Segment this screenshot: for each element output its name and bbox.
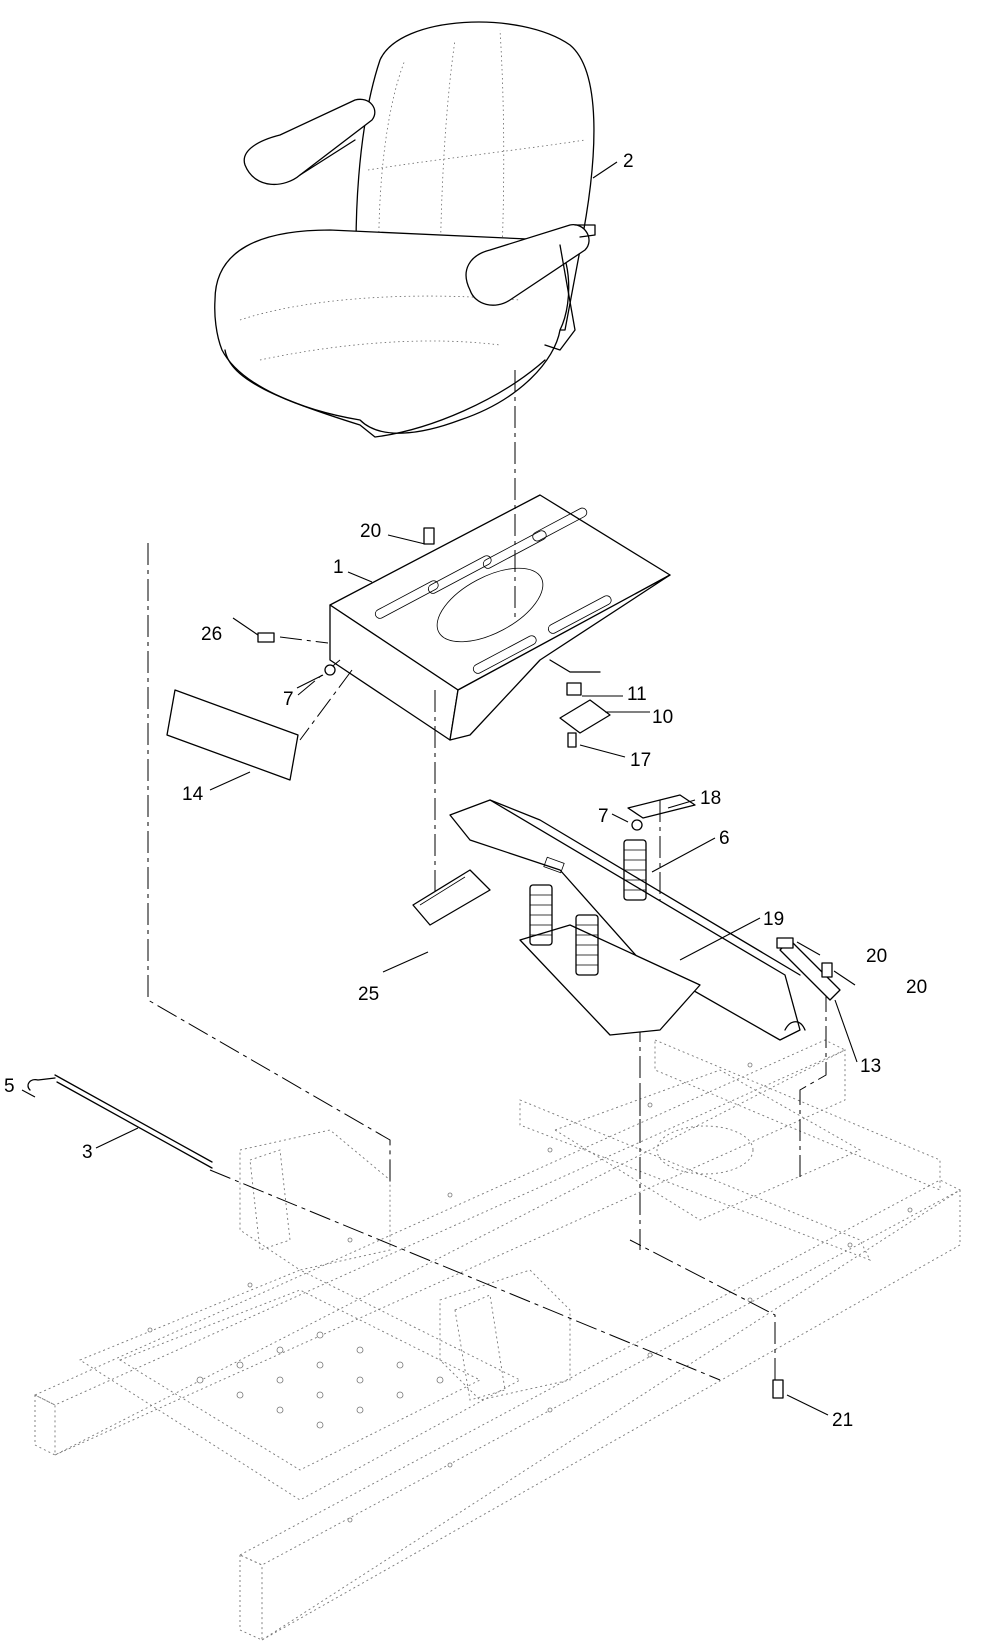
seat <box>214 21 596 438</box>
callout-25: 25 <box>358 984 379 1005</box>
callout-2: 2 <box>623 151 634 172</box>
callout-7-right: 7 <box>598 806 609 827</box>
frame-holes <box>147 1062 913 1523</box>
callout-18: 18 <box>700 788 721 809</box>
callout-5: 5 <box>4 1076 15 1097</box>
callout-7-left: 7 <box>283 689 294 710</box>
callout-26: 26 <box>201 624 222 645</box>
decal <box>166 689 299 781</box>
callout-21: 21 <box>832 1410 853 1431</box>
callout-13: 13 <box>860 1056 881 1077</box>
callout-3: 3 <box>82 1142 93 1163</box>
callout-20-right: 20 <box>906 977 927 998</box>
mower-frame <box>33 1039 961 1641</box>
seat-plate <box>329 494 671 741</box>
callout-10: 10 <box>652 707 673 728</box>
suspension-bracket <box>449 799 806 1041</box>
callout-20-top: 20 <box>360 521 381 542</box>
callout-1: 1 <box>333 557 344 578</box>
small-parts <box>27 527 841 1399</box>
callout-20-mid: 20 <box>866 946 887 967</box>
callout-11: 11 <box>627 684 647 705</box>
seat-plate-slots <box>374 507 612 674</box>
springs <box>529 839 647 976</box>
callout-6: 6 <box>719 828 730 849</box>
leader-lines <box>21 161 858 1416</box>
callout-19: 19 <box>763 909 784 930</box>
callout-17: 17 <box>630 750 651 771</box>
callout-labels: 1 2 3 5 6 7 7 10 11 13 14 17 18 19 20 20… <box>4 151 927 1431</box>
assembly-lines <box>147 370 827 1381</box>
callout-14: 14 <box>182 784 204 805</box>
